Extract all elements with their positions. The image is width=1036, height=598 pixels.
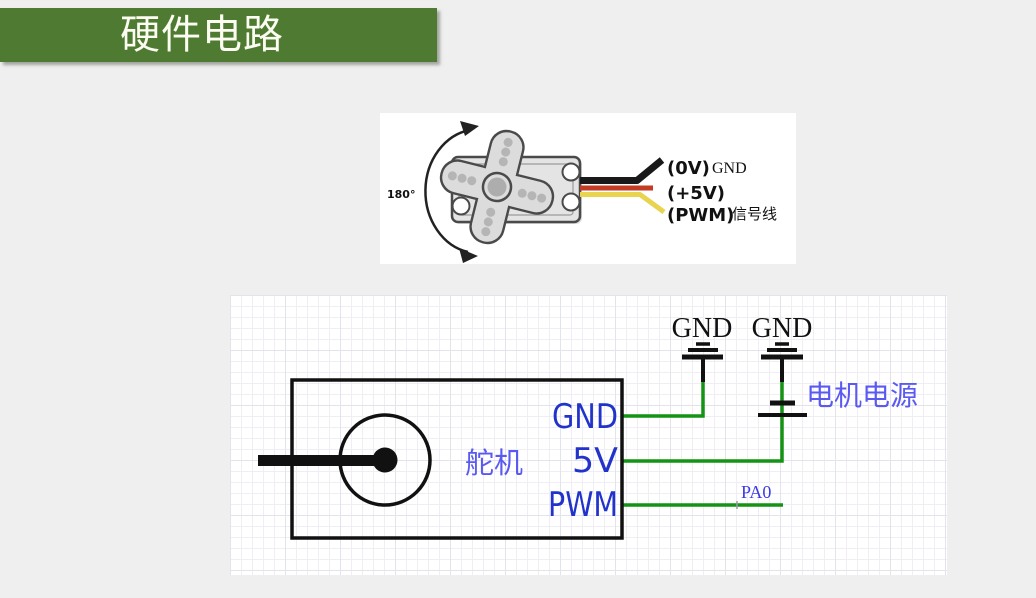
circuit-schematic: GND GND GND 5V PWM 舵机 电机电源 PA0 [258, 313, 918, 540]
mount-hole-bottom-left [451, 196, 471, 216]
power-label: 电机电源 [806, 380, 918, 412]
wire-label-0v: (0V) [667, 158, 710, 179]
ground-symbol-left [682, 342, 723, 382]
component-label: 舵机 [465, 447, 523, 480]
ground-symbol-right [761, 342, 803, 382]
battery-symbol [758, 400, 807, 417]
servo-illustration: 180° (0V) GND (+5V) (PWM) 信号线 [387, 121, 777, 263]
wire-yellow [580, 192, 666, 215]
rotation-arrow-top-icon [460, 121, 479, 136]
pin-label-gnd: GND [552, 397, 618, 437]
servo-shaft [258, 455, 386, 466]
wire-5v [622, 382, 784, 463]
wire-label-pwm: (PWM) [667, 205, 734, 226]
servo-figure: 180° (0V) GND (+5V) (PWM) 信号线 [380, 113, 796, 264]
title-bar: 硬件电路 [0, 8, 437, 62]
ground-label-right: GND [752, 313, 813, 344]
rotation-angle-label: 180° [387, 188, 415, 201]
mount-hole-bottom-right [561, 192, 581, 212]
rotation-arrow-bottom-icon [459, 248, 478, 263]
mount-hole-top-right [561, 162, 581, 182]
pin-label-5v: 5V [572, 441, 618, 481]
wire-label-5v: (+5V) [667, 183, 725, 204]
net-label-pa0: PA0 [741, 482, 771, 502]
wire-gnd [622, 382, 705, 418]
wire-label-signal: 信号线 [732, 206, 777, 223]
rotation-arc [424, 128, 471, 254]
page-title: 硬件电路 [120, 13, 284, 57]
pin-label-pwm: PWM [548, 485, 618, 525]
servo-horn [439, 129, 555, 245]
wire-label-gnd: GND [712, 160, 747, 177]
wire-black [580, 157, 665, 184]
circuit-panel: GND GND GND 5V PWM 舵机 电机电源 PA0 [230, 295, 947, 575]
ground-label-left: GND [672, 313, 733, 344]
